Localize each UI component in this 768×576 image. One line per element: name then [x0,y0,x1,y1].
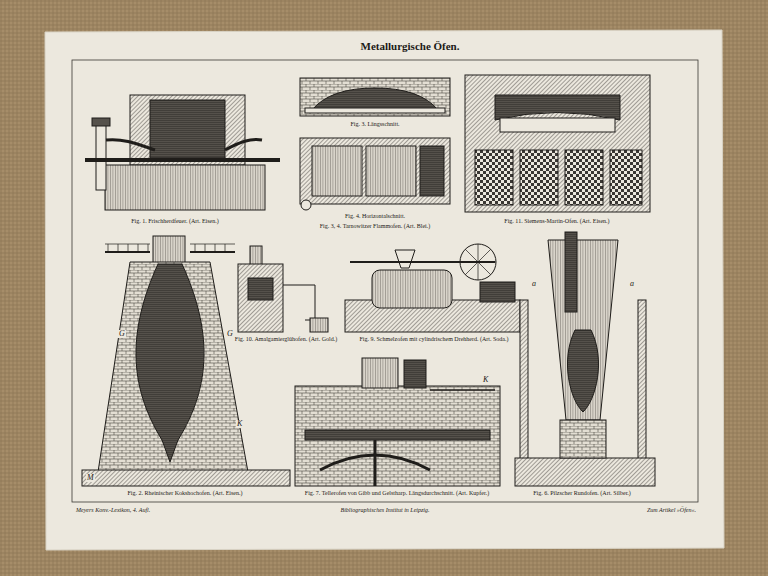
fig10-drawing [238,246,328,332]
figure-caption: Fig. 11. Siemens-Martin-Ofen. (Art. Eise… [465,218,650,225]
fig4-drawing [300,138,450,210]
part-letter: a [531,280,537,288]
fig9-drawing [345,244,520,332]
part-letter: K [482,376,489,384]
figure-caption: Fig. 1. Frischherdfeuer. (Art. Eisen.) [85,218,265,225]
paper-sheet [45,30,724,550]
fig11-drawing [465,75,650,212]
fig7-drawing [295,358,500,486]
figure-caption: Fig. 6. Pilzscher Rundofen. (Art. Silber… [512,490,652,497]
figure-caption: Fig. 3, 4. Tarnowitzer Flammofen. (Art. … [290,223,460,230]
plate-frame [72,60,698,502]
figure-caption: Fig. 10. Amalgamierglühofen. (Art. Gold.… [228,336,344,343]
imprint-note: Zum Artikel »Öfen«. [647,507,696,514]
figure-caption: Fig. 4. Horizontalschnitt. [300,213,450,220]
figure-caption: Fig. 7. Tellerofen von Gibb und Gelsthar… [290,490,505,497]
figure-caption: Fig. 9. Schmelzofen mit cylindrischem Dr… [349,336,519,343]
figure-caption: Fig. 3. Längsschnitt. [300,121,450,128]
plate-title: Metallurgische Öfen. [361,40,460,53]
part-letter: G [118,330,126,338]
figure-caption: Fig. 2. Rheinischer Kokshochofen. (Art. … [85,490,285,497]
part-letter: M [86,474,95,482]
fig6-drawing [515,232,655,486]
part-letter: K [236,420,243,428]
imprint-note: Bibliographisches Institut in Leipzig. [340,507,429,514]
imprint-note: Meyers Konv.-Lexikon, 4. Aufl. [76,507,150,514]
part-letter: G [226,330,234,338]
part-letter: a [629,280,635,288]
fig2-drawing [82,236,290,486]
fig3-drawing [300,78,450,116]
fig1-drawing [85,95,280,210]
